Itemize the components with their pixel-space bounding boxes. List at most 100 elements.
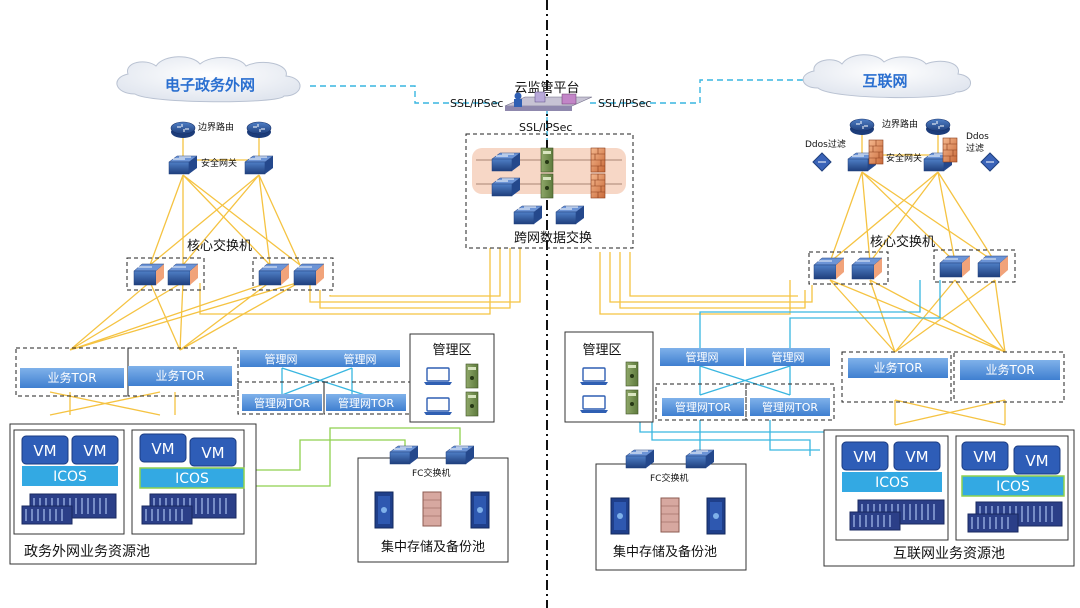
firewall-icon [868, 139, 884, 165]
right-mgmt-net-1-label: 管理网 [686, 350, 719, 364]
storage-rack-icon [706, 497, 726, 535]
vm-label: VM [905, 448, 928, 466]
right-business-tor: 业务TOR 业务TOR [841, 351, 1065, 403]
exchange-firewall-icon [590, 173, 606, 199]
storage-rack-icon [470, 491, 490, 529]
router-icon [246, 121, 272, 139]
right-storage-label: 集中存储及备份池 [613, 544, 717, 560]
right-pool-label: 互联网业务资源池 [893, 546, 1005, 562]
left-cloud-label: 电子政务外网 [165, 76, 255, 94]
left-storage-label: 集中存储及备份池 [381, 539, 485, 555]
core-switch-icon [167, 263, 199, 286]
right-ddos-right-label-2: 过滤 [966, 142, 984, 154]
core-switch-icon [977, 255, 1009, 278]
icos-label: ICOS [875, 475, 909, 491]
right-ddos-left-label: Ddos过滤 [805, 138, 846, 150]
vm-label: VM [201, 444, 224, 462]
right-ddos-right-label-1: Ddos [966, 132, 989, 142]
ddos-filter-icon [980, 152, 1000, 172]
vm-label: VM [1025, 452, 1048, 470]
laptop-icon [579, 367, 609, 386]
exchange-firewall-icon [590, 147, 606, 173]
left-ssl-link [310, 85, 503, 104]
right-storage-pool: FC交换机 集中存储及备份池 [595, 449, 747, 571]
exchange-label: 跨网数据交换 [514, 230, 592, 246]
left-management-network: 管理网 管理网 管理网TOR 管理网TOR [237, 350, 411, 415]
left-border-router-label: 边界路由 [198, 121, 234, 133]
right-management-zone: 管理区 [564, 331, 654, 423]
cross-network-exchange: 跨网数据交换 [465, 133, 634, 249]
laptop-icon [423, 397, 453, 416]
left-pool-label: 政务外网业务资源池 [24, 544, 150, 560]
left-mgmt-tor-1-label: 管理网TOR [254, 396, 310, 410]
left-resource-pool: VM VM VM VM ICOS ICOS 政务外网业务资源池 [9, 423, 257, 565]
left-mgmt-zone-label: 管理区 [432, 343, 471, 358]
icos-label: ICOS [175, 471, 209, 487]
storage-rack-icon [374, 491, 394, 529]
ssl-bottom-label: SSL/IPSec [519, 121, 572, 134]
left-business-tor: 业务TOR 业务TOR [15, 347, 239, 397]
vm-label: VM [151, 440, 174, 458]
left-biz-tor-2-label: 业务TOR [155, 368, 204, 383]
right-mgmt-zone-label: 管理区 [582, 343, 621, 358]
router-icon [170, 121, 196, 139]
user-icon [514, 92, 522, 100]
vm-label: VM [33, 442, 56, 460]
right-ssl-link [590, 79, 818, 104]
gateway-icon [168, 155, 198, 175]
platform-label: 云监管平台 [514, 81, 579, 96]
console-icon [561, 93, 577, 105]
laptop-icon [579, 395, 609, 414]
gateway-icon [244, 155, 274, 175]
ssl-left-label: SSL/IPSec [450, 97, 503, 110]
ssl-right-label: SSL/IPSec [598, 97, 651, 110]
right-biz-tor-1-label: 业务TOR [873, 360, 922, 375]
right-core-switch-label: 核心交换机 [870, 234, 935, 250]
storage-rack-icon [610, 497, 630, 535]
left-biz-tor-1-label: 业务TOR [47, 370, 96, 385]
left-border-routers: 边界路由 安全网关 [168, 121, 274, 175]
left-management-zone: 管理区 [409, 333, 495, 423]
server-icon [465, 363, 479, 389]
right-security-gateway-label: 安全网关 [886, 152, 922, 164]
left-fc-switch-label: FC交换机 [412, 467, 450, 479]
right-mgmt-tor-1-label: 管理网TOR [675, 400, 731, 414]
backup-rack-icon [660, 497, 680, 533]
left-yellow-links [49, 132, 521, 416]
core-switch-icon [133, 263, 165, 286]
right-mgmt-net-2-label: 管理网 [772, 350, 805, 364]
vm-label: VM [83, 442, 106, 460]
right-core-switches: 核心交换机 [808, 234, 1016, 285]
laptop-icon [423, 367, 453, 386]
vm-label: VM [973, 448, 996, 466]
core-switch-icon [258, 263, 290, 286]
ddos-filter-icon [812, 152, 832, 172]
monitor-icon [534, 91, 546, 103]
right-resource-pool: VM VM VM VM ICOS ICOS 互联网业务资源池 [823, 429, 1075, 567]
right-cloud: 互联网 [802, 54, 971, 99]
left-mgmt-net-1-label: 管理网 [265, 352, 298, 366]
server-icon [465, 391, 479, 417]
core-switch-icon [851, 257, 883, 280]
left-core-switch-label: 核心交换机 [187, 238, 252, 254]
right-border-routers: 边界路由 安全网关 Ddos过滤 Ddos 过滤 [805, 118, 1000, 172]
right-biz-tor-2-label: 业务TOR [985, 362, 1034, 377]
right-fc-switch-label: FC交换机 [650, 472, 688, 484]
exchange-switch-icon [555, 205, 585, 225]
right-cloud-label: 互联网 [862, 72, 907, 90]
exchange-server-icon [540, 147, 554, 173]
router-icon [849, 118, 875, 136]
cloud-monitoring-platform: 云监管平台 SSL/IPSec SSL/IPSec SSL/IPSec [450, 81, 651, 134]
icos-label: ICOS [996, 479, 1030, 495]
core-switch-icon [939, 255, 971, 278]
left-mgmt-tor-2-label: 管理网TOR [338, 396, 394, 410]
right-mgmt-tor-2-label: 管理网TOR [762, 400, 818, 414]
left-cloud: 电子政务外网 [116, 56, 301, 103]
right-yellow-links [599, 130, 1006, 426]
server-icon [625, 389, 639, 415]
exchange-server-icon [540, 173, 554, 199]
server-icon [625, 361, 639, 387]
core-switch-icon [293, 263, 325, 286]
core-switch-icon [813, 257, 845, 280]
